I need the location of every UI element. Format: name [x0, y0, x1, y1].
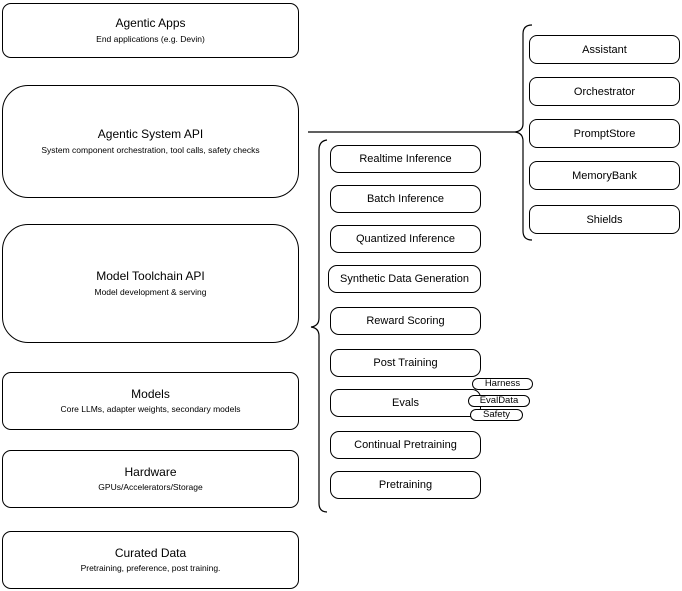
node-evals: Evals — [330, 389, 481, 417]
node-post-training: Post Training — [330, 349, 481, 377]
node-title: Agentic Apps — [115, 16, 186, 30]
node-title: Models — [131, 386, 170, 401]
tag-safety: Safety — [470, 409, 523, 421]
node-pretraining: Pretraining — [330, 471, 481, 499]
node-subtitle: End applications (e.g. Devin) — [96, 33, 205, 44]
node-subtitle: System component orchestration, tool cal… — [41, 144, 260, 155]
node-title: Curated Data — [114, 545, 187, 560]
node-shields: Shields — [529, 205, 680, 234]
node-reward-scoring: Reward Scoring — [330, 307, 481, 335]
node-model-toolchain-api: Model Toolchain API Model development & … — [2, 224, 299, 343]
node-hardware: Hardware GPUs/Accelerators/Storage — [2, 450, 299, 508]
node-promptstore: PromptStore — [529, 119, 680, 148]
node-continual-pretraining: Continual Pretraining — [330, 431, 481, 459]
node-assistant: Assistant — [529, 35, 680, 64]
node-subtitle: Core LLMs, adapter weights, secondary mo… — [60, 404, 241, 415]
node-agentic-apps: Agentic Apps End applications (e.g. Devi… — [2, 3, 299, 58]
node-realtime-inference: Realtime Inference — [330, 145, 481, 173]
node-title: Hardware — [124, 464, 177, 479]
node-memorybank: MemoryBank — [529, 161, 680, 190]
node-orchestrator: Orchestrator — [529, 77, 680, 106]
node-batch-inference: Batch Inference — [330, 185, 481, 213]
node-quantized-inference: Quantized Inference — [330, 225, 481, 253]
node-curated-data: Curated Data Pretraining, preference, po… — [2, 531, 299, 589]
node-subtitle: Pretraining, preference, post training. — [80, 563, 221, 574]
tag-evaldata: EvalData — [468, 395, 530, 407]
node-models: Models Core LLMs, adapter weights, secon… — [2, 372, 299, 430]
node-subtitle: GPUs/Accelerators/Storage — [98, 482, 203, 493]
node-subtitle: Model development & serving — [94, 286, 207, 297]
node-title: Model Toolchain API — [96, 269, 205, 283]
toolchain-brace — [310, 139, 328, 513]
node-synthetic-data-generation: Synthetic Data Generation — [328, 265, 481, 293]
tag-harness: Harness — [472, 378, 533, 390]
node-agentic-system-api: Agentic System API System component orch… — [2, 85, 299, 198]
node-title: Agentic System API — [97, 127, 204, 141]
